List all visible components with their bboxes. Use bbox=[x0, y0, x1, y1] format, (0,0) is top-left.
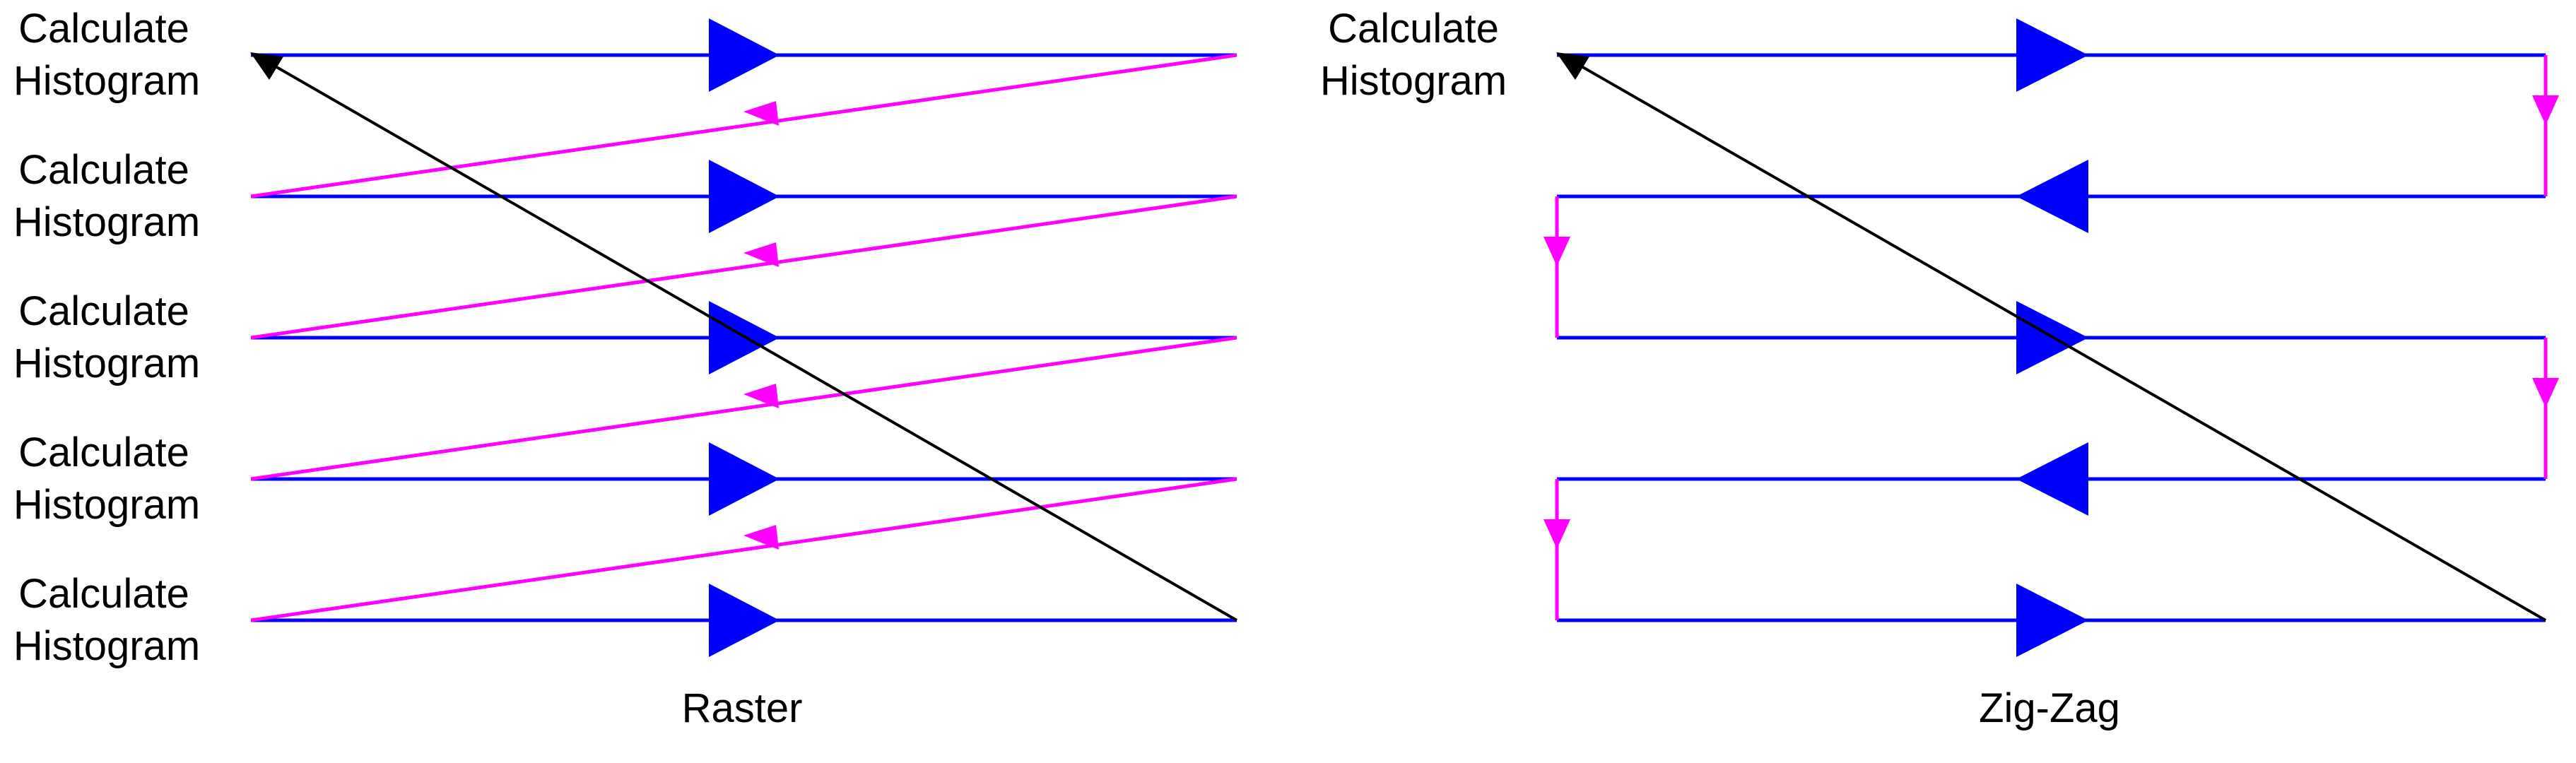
zigzag-row-label-1-line2: Histogram bbox=[1320, 58, 1507, 104]
raster-row-label-1-line2: Histogram bbox=[13, 58, 200, 104]
raster-caption: Raster bbox=[682, 685, 803, 731]
raster-overall-arrow bbox=[250, 52, 283, 80]
raster-row-label-1-line1: Calculate bbox=[18, 6, 189, 52]
raster-scan-arrow-right-2 bbox=[709, 160, 780, 233]
raster-row-label-2-line1: Calculate bbox=[18, 147, 189, 193]
zigzag-scan-arrow-right-5 bbox=[2016, 584, 2088, 657]
zigzag-connector-arrow-1 bbox=[2532, 95, 2559, 125]
zigzag-row-label-1: Calculate Histogram bbox=[1320, 6, 1507, 104]
raster-row-label-3-line1: Calculate bbox=[18, 288, 189, 334]
raster-overall-line bbox=[255, 54, 1237, 622]
raster-row-label-5-line2: Histogram bbox=[13, 623, 200, 669]
raster-row-label-4-line1: Calculate bbox=[18, 430, 189, 475]
zigzag-overall-arrow bbox=[1556, 52, 1589, 80]
raster-return-line-2 bbox=[250, 194, 1237, 340]
raster-return-line-3 bbox=[250, 336, 1237, 481]
raster-return-arrow-4 bbox=[743, 525, 779, 550]
zigzag-row-label-1-line1: Calculate bbox=[1328, 6, 1499, 52]
raster-return-line-1 bbox=[250, 53, 1237, 199]
raster-row-label-2: Calculate Histogram bbox=[13, 147, 200, 245]
raster-row-label-4-line2: Histogram bbox=[13, 482, 200, 528]
raster-panel: Calculate Histogram Calculate Histogram … bbox=[13, 6, 1237, 731]
raster-return-arrow-3 bbox=[743, 384, 779, 408]
raster-scan-arrow-right-1 bbox=[709, 18, 780, 92]
raster-scan-arrow-right-5 bbox=[709, 584, 780, 657]
raster-return-arrow-1 bbox=[743, 101, 779, 126]
zigzag-connector-arrow-3 bbox=[2532, 378, 2559, 408]
zigzag-scan-arrow-left-2 bbox=[2016, 160, 2088, 233]
raster-scan-arrow-right-4 bbox=[709, 442, 780, 516]
zigzag-scan-arrow-left-4 bbox=[2016, 442, 2088, 516]
raster-row-label-3: Calculate Histogram bbox=[13, 288, 200, 386]
raster-row-label-4: Calculate Histogram bbox=[13, 430, 200, 528]
zigzag-scan-arrow-right-1 bbox=[2016, 18, 2088, 92]
raster-row-label-2-line2: Histogram bbox=[13, 199, 200, 245]
raster-row-label-3-line2: Histogram bbox=[13, 341, 200, 386]
zigzag-connector-arrow-2 bbox=[1543, 237, 1570, 266]
zigzag-connector-arrow-4 bbox=[1543, 519, 1570, 549]
raster-row-label-5: Calculate Histogram bbox=[13, 571, 200, 669]
raster-return-line-4 bbox=[250, 477, 1237, 622]
raster-return-arrow-2 bbox=[743, 242, 779, 267]
zigzag-overall-line bbox=[1561, 54, 2546, 622]
zigzag-caption: Zig-Zag bbox=[1979, 685, 2120, 731]
zigzag-panel: Calculate Histogram Zig-Zag bbox=[1320, 6, 2559, 731]
raster-row-label-1: Calculate Histogram bbox=[13, 6, 200, 104]
raster-row-label-5-line1: Calculate bbox=[18, 571, 189, 617]
